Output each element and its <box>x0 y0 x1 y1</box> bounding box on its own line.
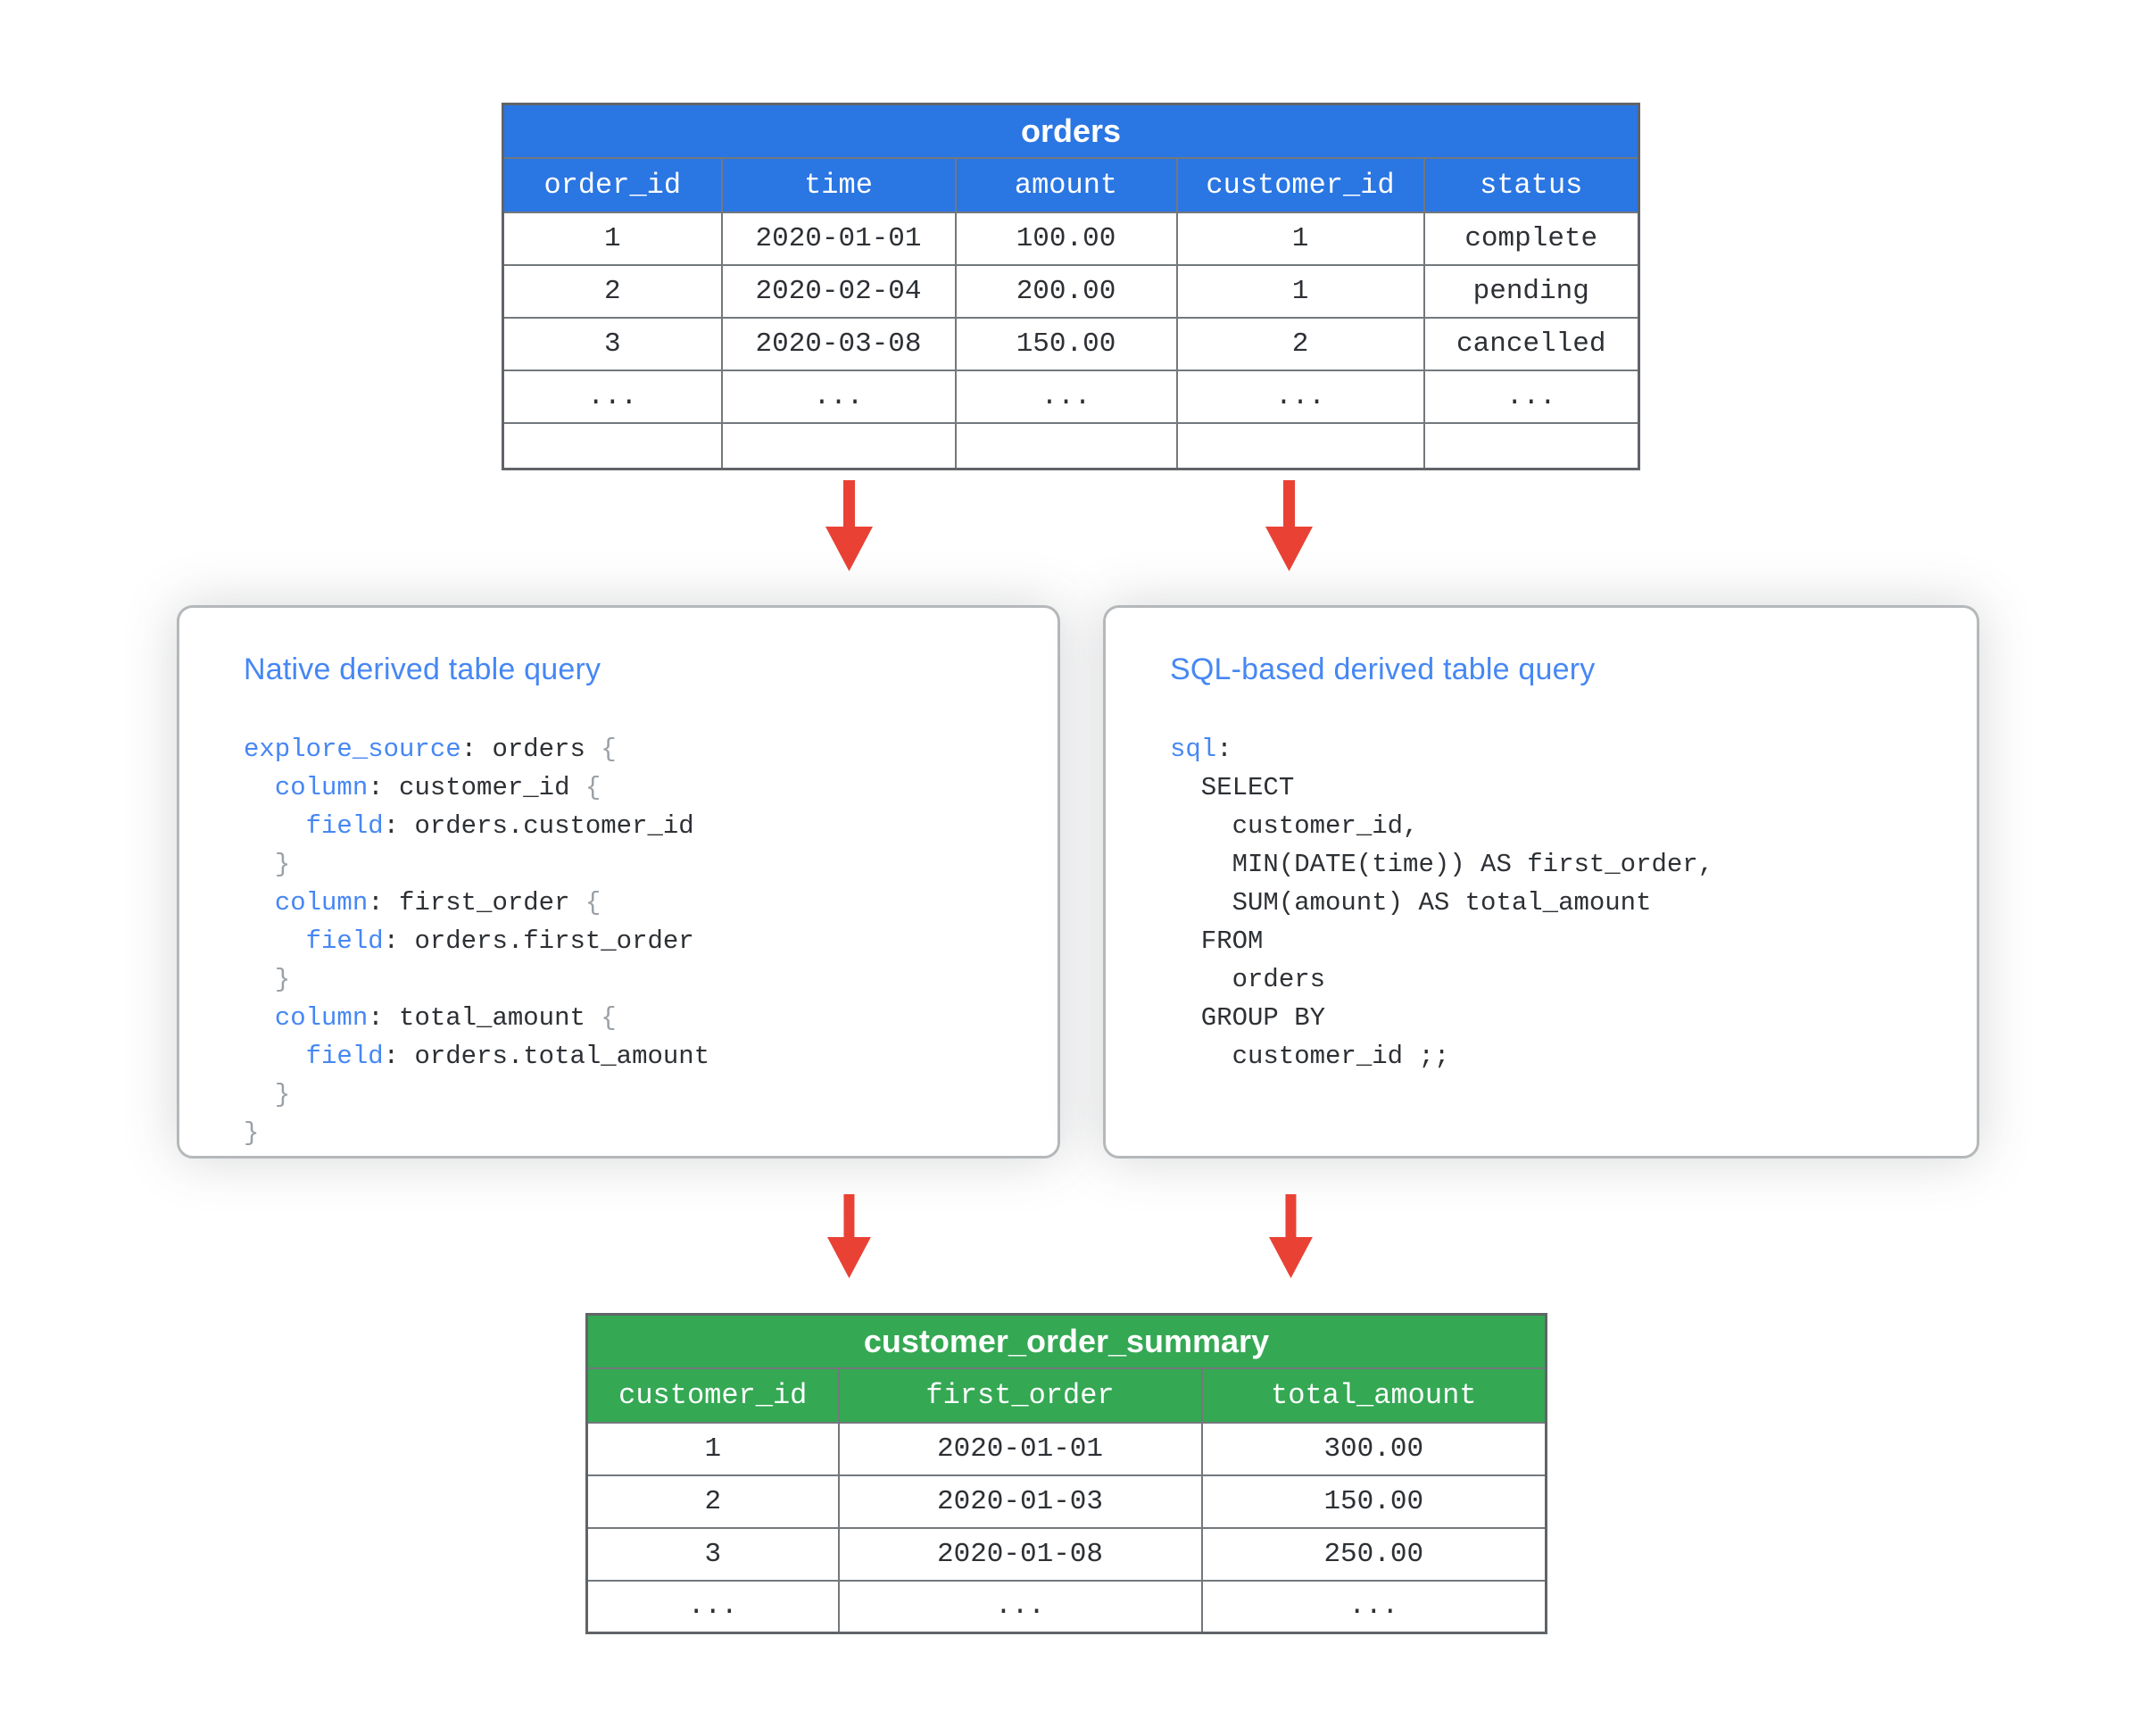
table-cell: 200.00 <box>954 263 1178 319</box>
table-cell: 2020-01-03 <box>837 1474 1203 1529</box>
table-title-row: orders <box>502 103 1640 159</box>
table-cell: ... <box>502 369 723 424</box>
table-row-clipped <box>502 421 1640 470</box>
code-line: sql: <box>1170 735 1232 764</box>
table-cell: 3 <box>585 1526 840 1582</box>
down-arrow-icon <box>825 480 873 571</box>
code-line: column: total_amount { <box>274 1003 617 1033</box>
table-cell <box>954 421 1178 470</box>
table-cell: 1 <box>1175 263 1425 319</box>
table-cell: complete <box>1423 211 1640 266</box>
table-title-row: customer_order_summary <box>585 1313 1547 1369</box>
down-arrow-icon <box>1269 1194 1313 1279</box>
table-row: ............... <box>502 369 1640 424</box>
code-line: GROUP BY <box>1170 1003 1326 1033</box>
column-header: status <box>1423 156 1640 213</box>
column-header: first_order <box>837 1366 1203 1424</box>
table-cell: ... <box>1423 369 1640 424</box>
code-line: SELECT <box>1170 773 1295 802</box>
code-line: column: customer_id { <box>274 773 601 802</box>
code-line: SUM(amount) AS total_amount <box>1170 888 1652 918</box>
table-cell: 100.00 <box>954 211 1178 266</box>
arrow-orders-to-native <box>822 480 875 573</box>
down-arrow-icon <box>827 1194 871 1279</box>
table-cell: ... <box>1175 369 1425 424</box>
code-line: FROM <box>1170 926 1264 956</box>
table-cell: ... <box>954 369 1178 424</box>
table-cell: 2 <box>585 1474 840 1529</box>
table-cell: 3 <box>502 316 723 371</box>
table-cell: 2020-01-01 <box>720 211 957 266</box>
column-header: total_amount <box>1200 1366 1547 1424</box>
table-cell <box>1175 421 1425 470</box>
native-query-code: explore_source: orders { column: custome… <box>244 730 1058 1152</box>
sql-query-code: sql: SELECT customer_id, MIN(DATE(time))… <box>1170 730 1977 1076</box>
code-line: field: orders.customer_id <box>305 811 694 841</box>
table-cell <box>502 421 723 470</box>
table-cell: 2020-02-04 <box>720 263 957 319</box>
table-cell: 150.00 <box>1200 1474 1547 1529</box>
table-cell: cancelled <box>1423 316 1640 371</box>
table-title: customer_order_summary <box>585 1313 1547 1369</box>
code-line: MIN(DATE(time)) AS first_order, <box>1170 850 1714 879</box>
table-cell: pending <box>1423 263 1640 319</box>
arrow-sql-to-summary <box>1264 1194 1317 1280</box>
table-cell: 2 <box>502 263 723 319</box>
table-cell: 300.00 <box>1200 1421 1547 1476</box>
table-cell: ... <box>837 1579 1203 1634</box>
table-cell: 2020-01-08 <box>837 1526 1203 1582</box>
table-title: orders <box>502 103 1640 159</box>
code-line: field: orders.first_order <box>305 926 694 956</box>
table-cell: 150.00 <box>954 316 1178 371</box>
table-cell <box>720 421 957 470</box>
table-cell: ... <box>1200 1579 1547 1634</box>
column-header: order_id <box>502 156 723 213</box>
table-cell: 2 <box>1175 316 1425 371</box>
table-cell: ... <box>720 369 957 424</box>
table-cell: ... <box>585 1579 840 1634</box>
table-cell: 250.00 <box>1200 1526 1547 1582</box>
column-header: amount <box>954 156 1178 213</box>
column-header: customer_id <box>585 1366 840 1424</box>
code-line: } <box>274 965 291 994</box>
table-row: ......... <box>585 1579 1547 1634</box>
table-cell: 1 <box>502 211 723 266</box>
table-cell: 1 <box>585 1421 840 1476</box>
native-query-title: Native derived table query <box>244 652 601 686</box>
down-arrow-icon <box>1265 480 1313 571</box>
code-line: } <box>274 850 291 879</box>
sql-query-title: SQL-based derived table query <box>1170 652 1596 686</box>
column-header: time <box>720 156 957 213</box>
native-query-box: Native derived table query explore_sourc… <box>177 605 1060 1159</box>
code-line: customer_id ;; <box>1170 1042 1450 1071</box>
column-header: customer_id <box>1175 156 1425 213</box>
code-line: field: orders.total_amount <box>305 1042 710 1071</box>
table-cell <box>1423 421 1640 470</box>
code-line: column: first_order { <box>274 888 601 918</box>
table-cell: 2020-01-01 <box>837 1421 1203 1476</box>
code-line: } <box>274 1080 291 1109</box>
code-line: explore_source: orders { <box>244 735 617 764</box>
arrow-native-to-summary <box>822 1194 875 1280</box>
code-line: orders <box>1170 965 1326 994</box>
table-cell: 2020-03-08 <box>720 316 957 371</box>
table-cell: 1 <box>1175 211 1425 266</box>
arrow-orders-to-sql <box>1262 480 1315 573</box>
code-line: customer_id, <box>1170 811 1419 841</box>
sql-query-box: SQL-based derived table query sql: SELEC… <box>1103 605 1979 1159</box>
code-line: } <box>244 1118 260 1148</box>
